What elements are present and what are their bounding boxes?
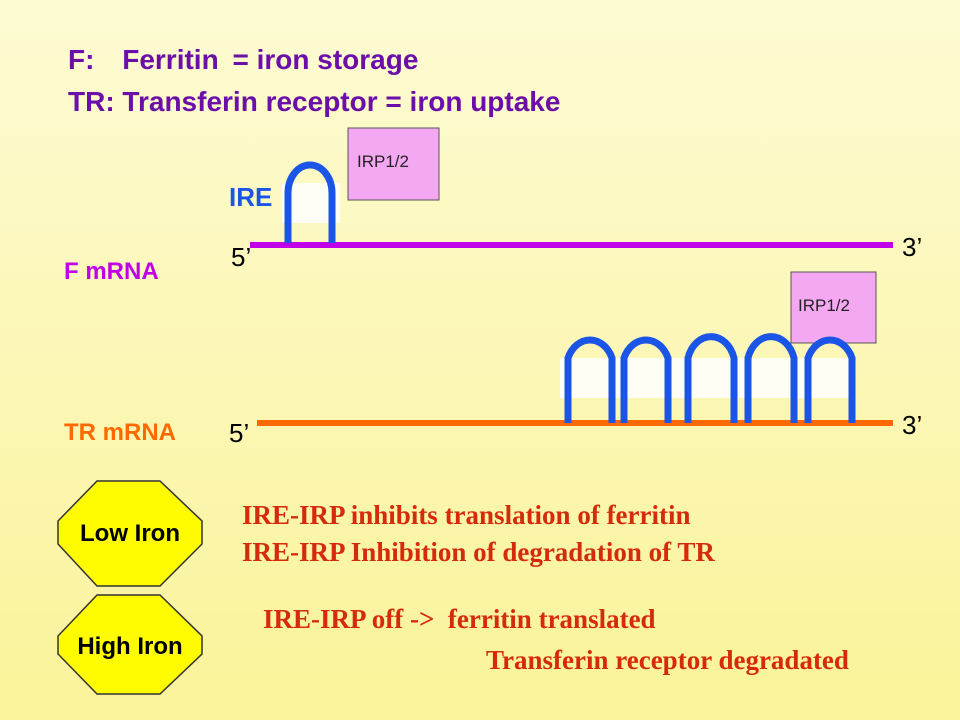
tr-ire-loop-1: [564, 336, 616, 423]
tr-ire-loop-2: [620, 336, 672, 423]
header-def-ferritin: = iron storage: [232, 44, 419, 75]
tr-ire-loops: [560, 333, 856, 423]
f-mrna-label: F mRNA: [64, 258, 159, 285]
header-line-2: TR: Transferin receptor = iron uptake: [68, 86, 561, 117]
high-iron-badge: [57, 594, 203, 695]
header-key-f: F:: [68, 44, 95, 75]
low-iron-line-2: IRE-IRP Inhibition of degradation of TR: [242, 537, 715, 567]
tr-three-prime-label: 3’: [902, 410, 923, 440]
tr-ire-loop-5: [804, 336, 856, 423]
irp-box-top: [347, 127, 440, 201]
tr-ire-loop-3: [684, 333, 738, 423]
f-ire-loop: [282, 161, 340, 243]
low-iron-label: Low Iron: [80, 520, 180, 547]
high-iron-line-2: Transferin receptor degradated: [486, 645, 849, 675]
header-line-1: F: Ferritin = iron storage: [68, 44, 418, 76]
low-iron-line-1: IRE-IRP inhibits translation of ferritin: [242, 500, 691, 530]
f-five-prime-label: 5’: [231, 242, 252, 272]
tr-mrna-label: TR mRNA: [64, 419, 176, 446]
tr-five-prime-label: 5’: [229, 418, 250, 448]
f-three-prime-label: 3’: [902, 232, 923, 262]
high-iron-line-1: IRE-IRP off -> ferritin translated: [263, 604, 656, 634]
header-term-ferritin: Ferritin: [122, 44, 219, 75]
ire-label: IRE: [229, 182, 273, 212]
irp-label-bottom: IRP1/2: [798, 296, 850, 315]
low-iron-badge: [57, 480, 203, 587]
irp-label-top: IRP1/2: [357, 152, 409, 171]
tr-ire-loop-4: [744, 333, 798, 423]
irp-box-bottom: [790, 271, 877, 344]
high-iron-label: High Iron: [77, 633, 182, 660]
